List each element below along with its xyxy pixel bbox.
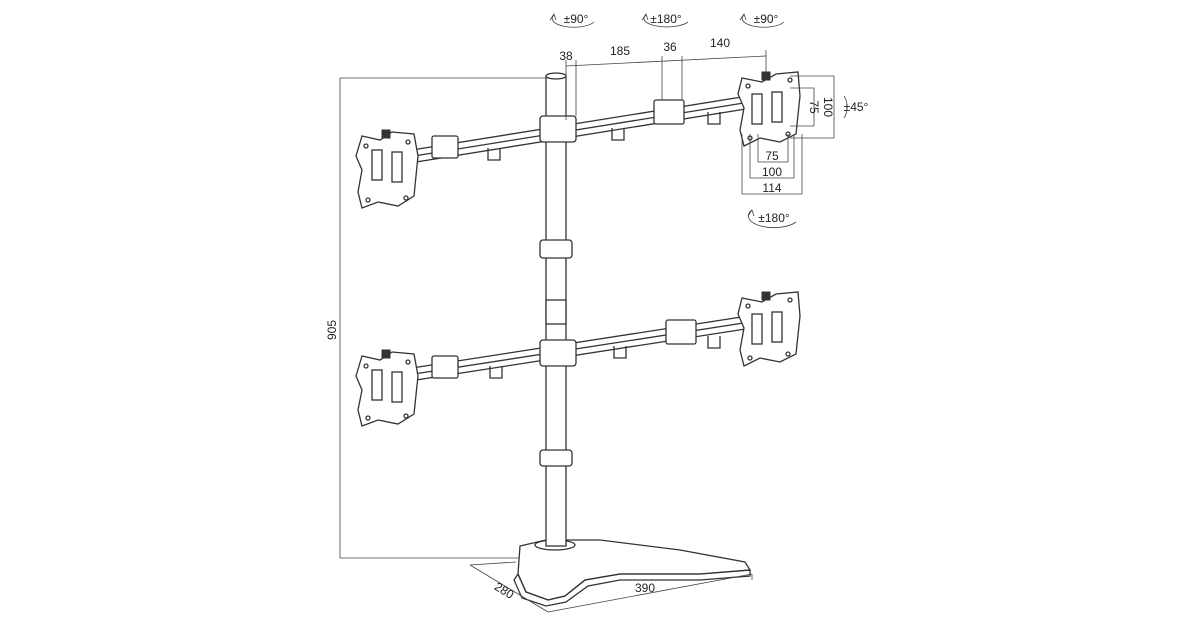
arm-dim-38: 38 (559, 49, 573, 63)
vesa-v-outer-label: 100 (821, 97, 835, 117)
arm-dimensions: 38 185 36 140 (559, 36, 767, 120)
vesa-plate-width-label: 114 (762, 181, 781, 195)
pole (539, 72, 573, 547)
arm-dim-36: 36 (663, 40, 677, 54)
height-label: 905 (325, 320, 339, 340)
base-depth-label: 280 (492, 579, 517, 602)
vesa-plate-upper-right (737, 71, 801, 147)
tilt-indicator: ±45° (844, 95, 869, 119)
base-width-label: 390 (635, 581, 655, 595)
vesa-v-inner-label: 75 (807, 100, 821, 114)
plate-rotation-label: ±180° (758, 211, 790, 225)
arm-dim-185: 185 (610, 44, 630, 58)
plate-rotation-indicator: ±180° (747, 209, 797, 229)
vesa-h-inner-label: 75 (765, 149, 779, 163)
upper-arm (411, 95, 753, 163)
vesa-plate-upper-left (355, 129, 419, 209)
vesa-h-outer-label: 100 (762, 165, 782, 179)
rotation-left-indicator: ±90° (549, 12, 595, 28)
rotation-center-label: ±180° (650, 12, 682, 26)
vesa-dimensions: 75 100 75 100 114 (741, 75, 835, 195)
vesa-plate-lower-left (355, 349, 419, 427)
tilt-label: ±45° (844, 100, 869, 114)
arm-dim-140: 140 (710, 36, 730, 50)
lower-arm (411, 315, 753, 381)
rotation-center-indicator: ±180° (641, 12, 689, 28)
rotation-right-label: ±90° (754, 12, 779, 26)
rotation-left-label: ±90° (564, 12, 589, 26)
vesa-plate-lower-right (737, 291, 801, 367)
height-dimension: 905 (325, 77, 548, 559)
rotation-right-indicator: ±90° (739, 12, 785, 28)
